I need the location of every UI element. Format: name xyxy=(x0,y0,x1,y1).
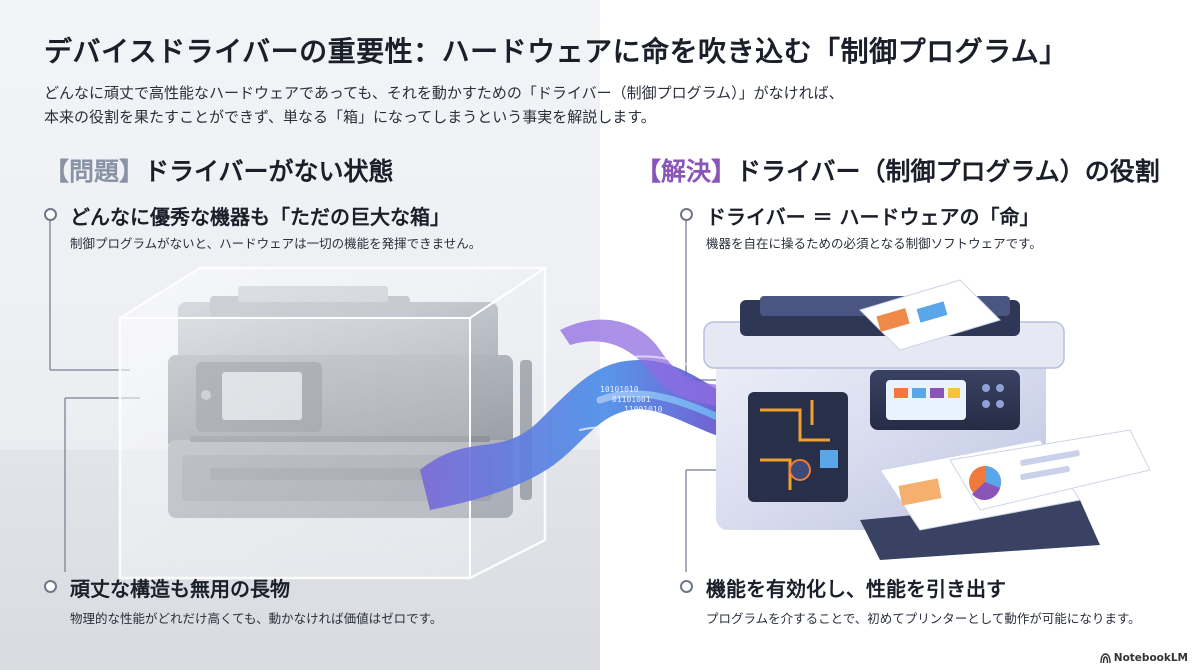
solution-point-1-title: ドライバー ＝ ハードウェアの「命」 xyxy=(706,205,1040,229)
solution-heading-text: ドライバー（制御プログラム）の役割 xyxy=(736,157,1160,186)
solution-point-1-desc: 機器を自在に操るための必須となる制御ソフトウェアです。 xyxy=(706,236,1042,251)
solution-point-2-title: 機能を有効化し、性能を引き出す xyxy=(706,577,1006,601)
binary-text: 10101010 xyxy=(600,385,639,394)
problem-heading: 【問題】ドライバーがない状態 xyxy=(44,152,394,188)
bullet-dot xyxy=(680,208,693,221)
watermark: NotebookLM xyxy=(1100,652,1188,664)
problem-point-1-desc: 制御プログラムがないと、ハードウェアは一切の機能を発揮できません。 xyxy=(70,236,482,251)
bullet-dot xyxy=(680,580,693,593)
bullet-dot xyxy=(44,208,57,221)
solution-tag: 【解決】 xyxy=(636,157,737,186)
problem-point-1-title: どんなに優秀な機器も「ただの巨大な箱」 xyxy=(70,205,450,229)
binary-text: 11001010 xyxy=(624,405,663,414)
glass-box xyxy=(118,266,547,580)
solution-heading: 【解決】ドライバー（制御プログラム）の役割 xyxy=(636,152,1160,188)
active-printer xyxy=(703,279,1151,560)
subtitle-line-1: どんなに頑丈で高性能なハードウェアであっても、それを動かすための「ドライバー（制… xyxy=(44,84,844,102)
problem-point-2-title: 頑丈な構造も無用の長物 xyxy=(70,577,290,601)
watermark-text: NotebookLM xyxy=(1113,652,1188,664)
binary-text: 01011010 xyxy=(596,429,635,438)
problem-heading-text: ドライバーがない状態 xyxy=(144,157,394,186)
binary-text: 01101001 xyxy=(612,395,651,404)
right-connector xyxy=(685,221,720,572)
problem-tag: 【問題】 xyxy=(44,157,145,186)
binary-text: 00110101 xyxy=(600,451,639,460)
page-title: デバイスドライバーの重要性：ハードウェアに命を吹き込む「制御プログラム」 xyxy=(44,35,1068,68)
binary-text: 10010110 xyxy=(620,439,659,448)
binary-text: 10100110 xyxy=(608,417,647,426)
problem-point-2-desc: 物理的な性能がどれだけ高くても、動かなければ価値はゼロです。 xyxy=(70,611,443,626)
subtitle-line-2: 本来の役割を果たすことができず、単なる「箱」になってしまうという事実を解説します… xyxy=(44,108,656,126)
bullet-dot xyxy=(44,580,57,593)
notebooklm-logo-icon xyxy=(1100,652,1111,663)
solution-point-2-desc: プログラムを介することで、初めてプリンターとして動作が可能になります。 xyxy=(706,611,1141,626)
binary-text: 11010001 xyxy=(640,449,679,458)
